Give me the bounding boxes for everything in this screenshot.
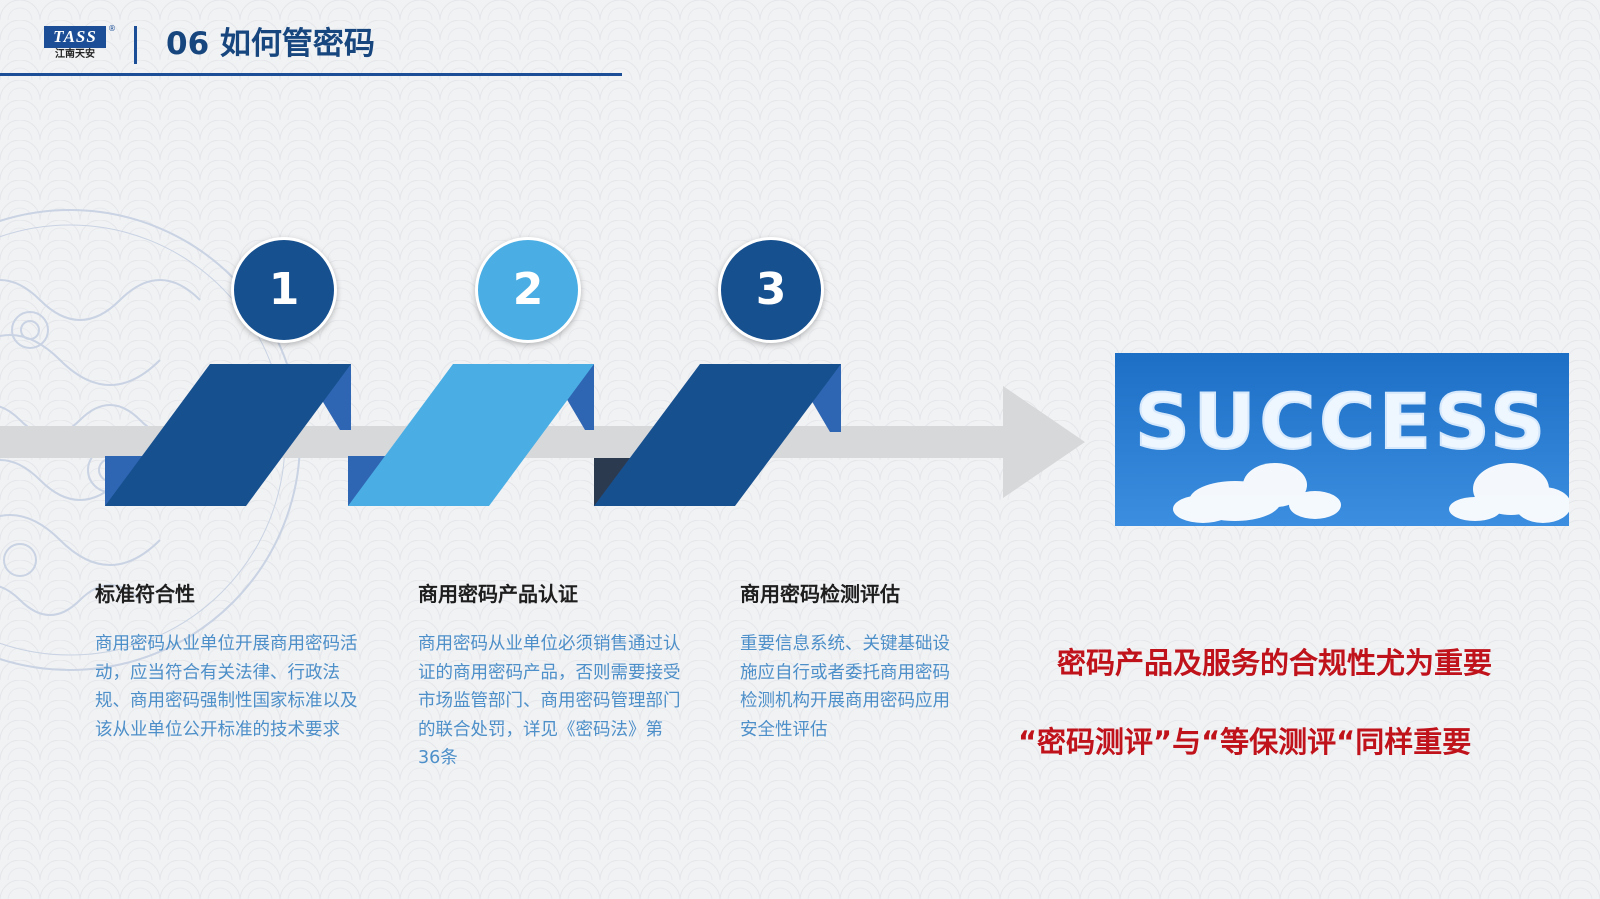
step-2-number: 2 [475, 237, 581, 343]
progress-arrow [0, 386, 1085, 498]
success-word: SUCCESS [1135, 377, 1549, 466]
step-2-description: 商用密码从业单位必须销售通过认证的商用密码产品，否则需要接受市场监管部门、商用密… [418, 634, 681, 768]
step-3-description: 重要信息系统、关键基础设施应自行或者委托商用密码检测机构开展商用密码应用安全性评… [740, 634, 950, 740]
step-3-number: 3 [718, 237, 824, 343]
logo-registered-mark: ® [108, 24, 116, 33]
step-block-3 [594, 364, 841, 506]
logo-mark: TASS [44, 26, 106, 48]
step-3-title: 商用密码检测评估 [740, 582, 900, 606]
step-block-1 [105, 364, 351, 506]
step-block-2 [348, 364, 594, 506]
header-divider [134, 26, 137, 64]
company-logo: TASS ® 江南天安 [44, 24, 116, 66]
step-1-description: 商用密码从业单位开展商用密码活动，应当符合有关法律、行政法规、商用密码强制性国家… [95, 634, 358, 740]
step-1-title: 标准符合性 [95, 582, 195, 606]
page-title: 06 如何管密码 [166, 26, 375, 62]
step-1-number: 1 [231, 237, 337, 343]
highlight-line-1: 密码产品及服务的合规性尤为重要 [1057, 646, 1493, 680]
step-2-title: 商用密码产品认证 [418, 582, 578, 606]
header-underline [0, 73, 622, 76]
logo-subtitle: 江南天安 [55, 49, 95, 60]
success-image: SUCCESS [1115, 353, 1569, 526]
highlight-line-2: “密码测评”与“等保测评“同样重要 [1018, 725, 1472, 759]
